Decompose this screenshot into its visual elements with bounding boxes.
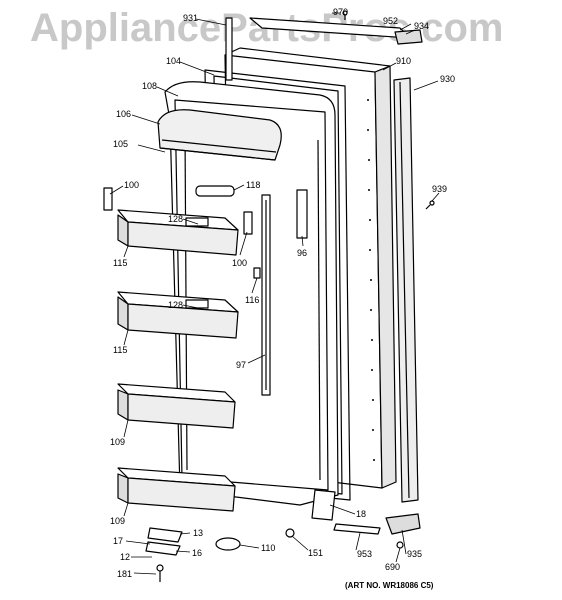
door-bin-bottom bbox=[117, 467, 236, 512]
door-bin-middle bbox=[117, 291, 239, 339]
callout-108: 108 bbox=[142, 81, 157, 91]
callout-100-lower: 100 bbox=[232, 258, 247, 268]
callout-100-upper: 100 bbox=[124, 180, 139, 190]
shelf-rail bbox=[261, 194, 271, 396]
callout-105: 105 bbox=[113, 139, 128, 149]
callout-181: 181 bbox=[117, 569, 132, 579]
callout-118: 118 bbox=[246, 180, 260, 190]
callout-910: 910 bbox=[396, 56, 411, 66]
callout-128-upper: 128 bbox=[168, 214, 183, 224]
callout-939: 939 bbox=[432, 184, 447, 194]
callout-12: 12 bbox=[120, 552, 130, 562]
callout-115-upper: 115 bbox=[113, 258, 127, 268]
door-bin-upper bbox=[117, 209, 239, 256]
door-trim-strip bbox=[393, 77, 419, 503]
callout-952: 952 bbox=[383, 16, 398, 26]
leader-lines bbox=[109, 12, 440, 575]
callout-97: 97 bbox=[236, 360, 246, 370]
callout-151: 151 bbox=[308, 548, 323, 558]
callout-labels: 931 970 952 934 104 910 930 108 106 105 … bbox=[110, 7, 455, 579]
callout-109-lower: 109 bbox=[110, 516, 125, 526]
callout-953: 953 bbox=[357, 549, 372, 559]
callout-18: 18 bbox=[356, 509, 366, 519]
callout-970: 970 bbox=[333, 7, 348, 17]
callout-96: 96 bbox=[297, 248, 307, 258]
callout-16: 16 bbox=[192, 548, 202, 558]
callout-17: 17 bbox=[113, 536, 123, 546]
callout-690: 690 bbox=[385, 562, 400, 572]
callout-104: 104 bbox=[166, 56, 181, 66]
callout-13: 13 bbox=[193, 528, 203, 538]
callout-934: 934 bbox=[414, 21, 429, 31]
callout-128-lower: 128 bbox=[168, 300, 183, 310]
callout-931: 931 bbox=[183, 13, 198, 23]
callout-930: 930 bbox=[440, 74, 455, 84]
door-top-cap bbox=[249, 17, 423, 45]
callout-935: 935 bbox=[407, 549, 422, 559]
callout-106: 106 bbox=[116, 109, 131, 119]
door-bin-lower bbox=[117, 383, 236, 429]
callout-116: 116 bbox=[245, 295, 259, 305]
dairy-compartment bbox=[157, 109, 282, 161]
callout-110: 110 bbox=[261, 543, 275, 553]
callout-109-upper: 109 bbox=[110, 437, 125, 447]
art-number: (ART NO. WR18086 C5) bbox=[345, 581, 434, 590]
callout-115-lower: 115 bbox=[113, 345, 127, 355]
